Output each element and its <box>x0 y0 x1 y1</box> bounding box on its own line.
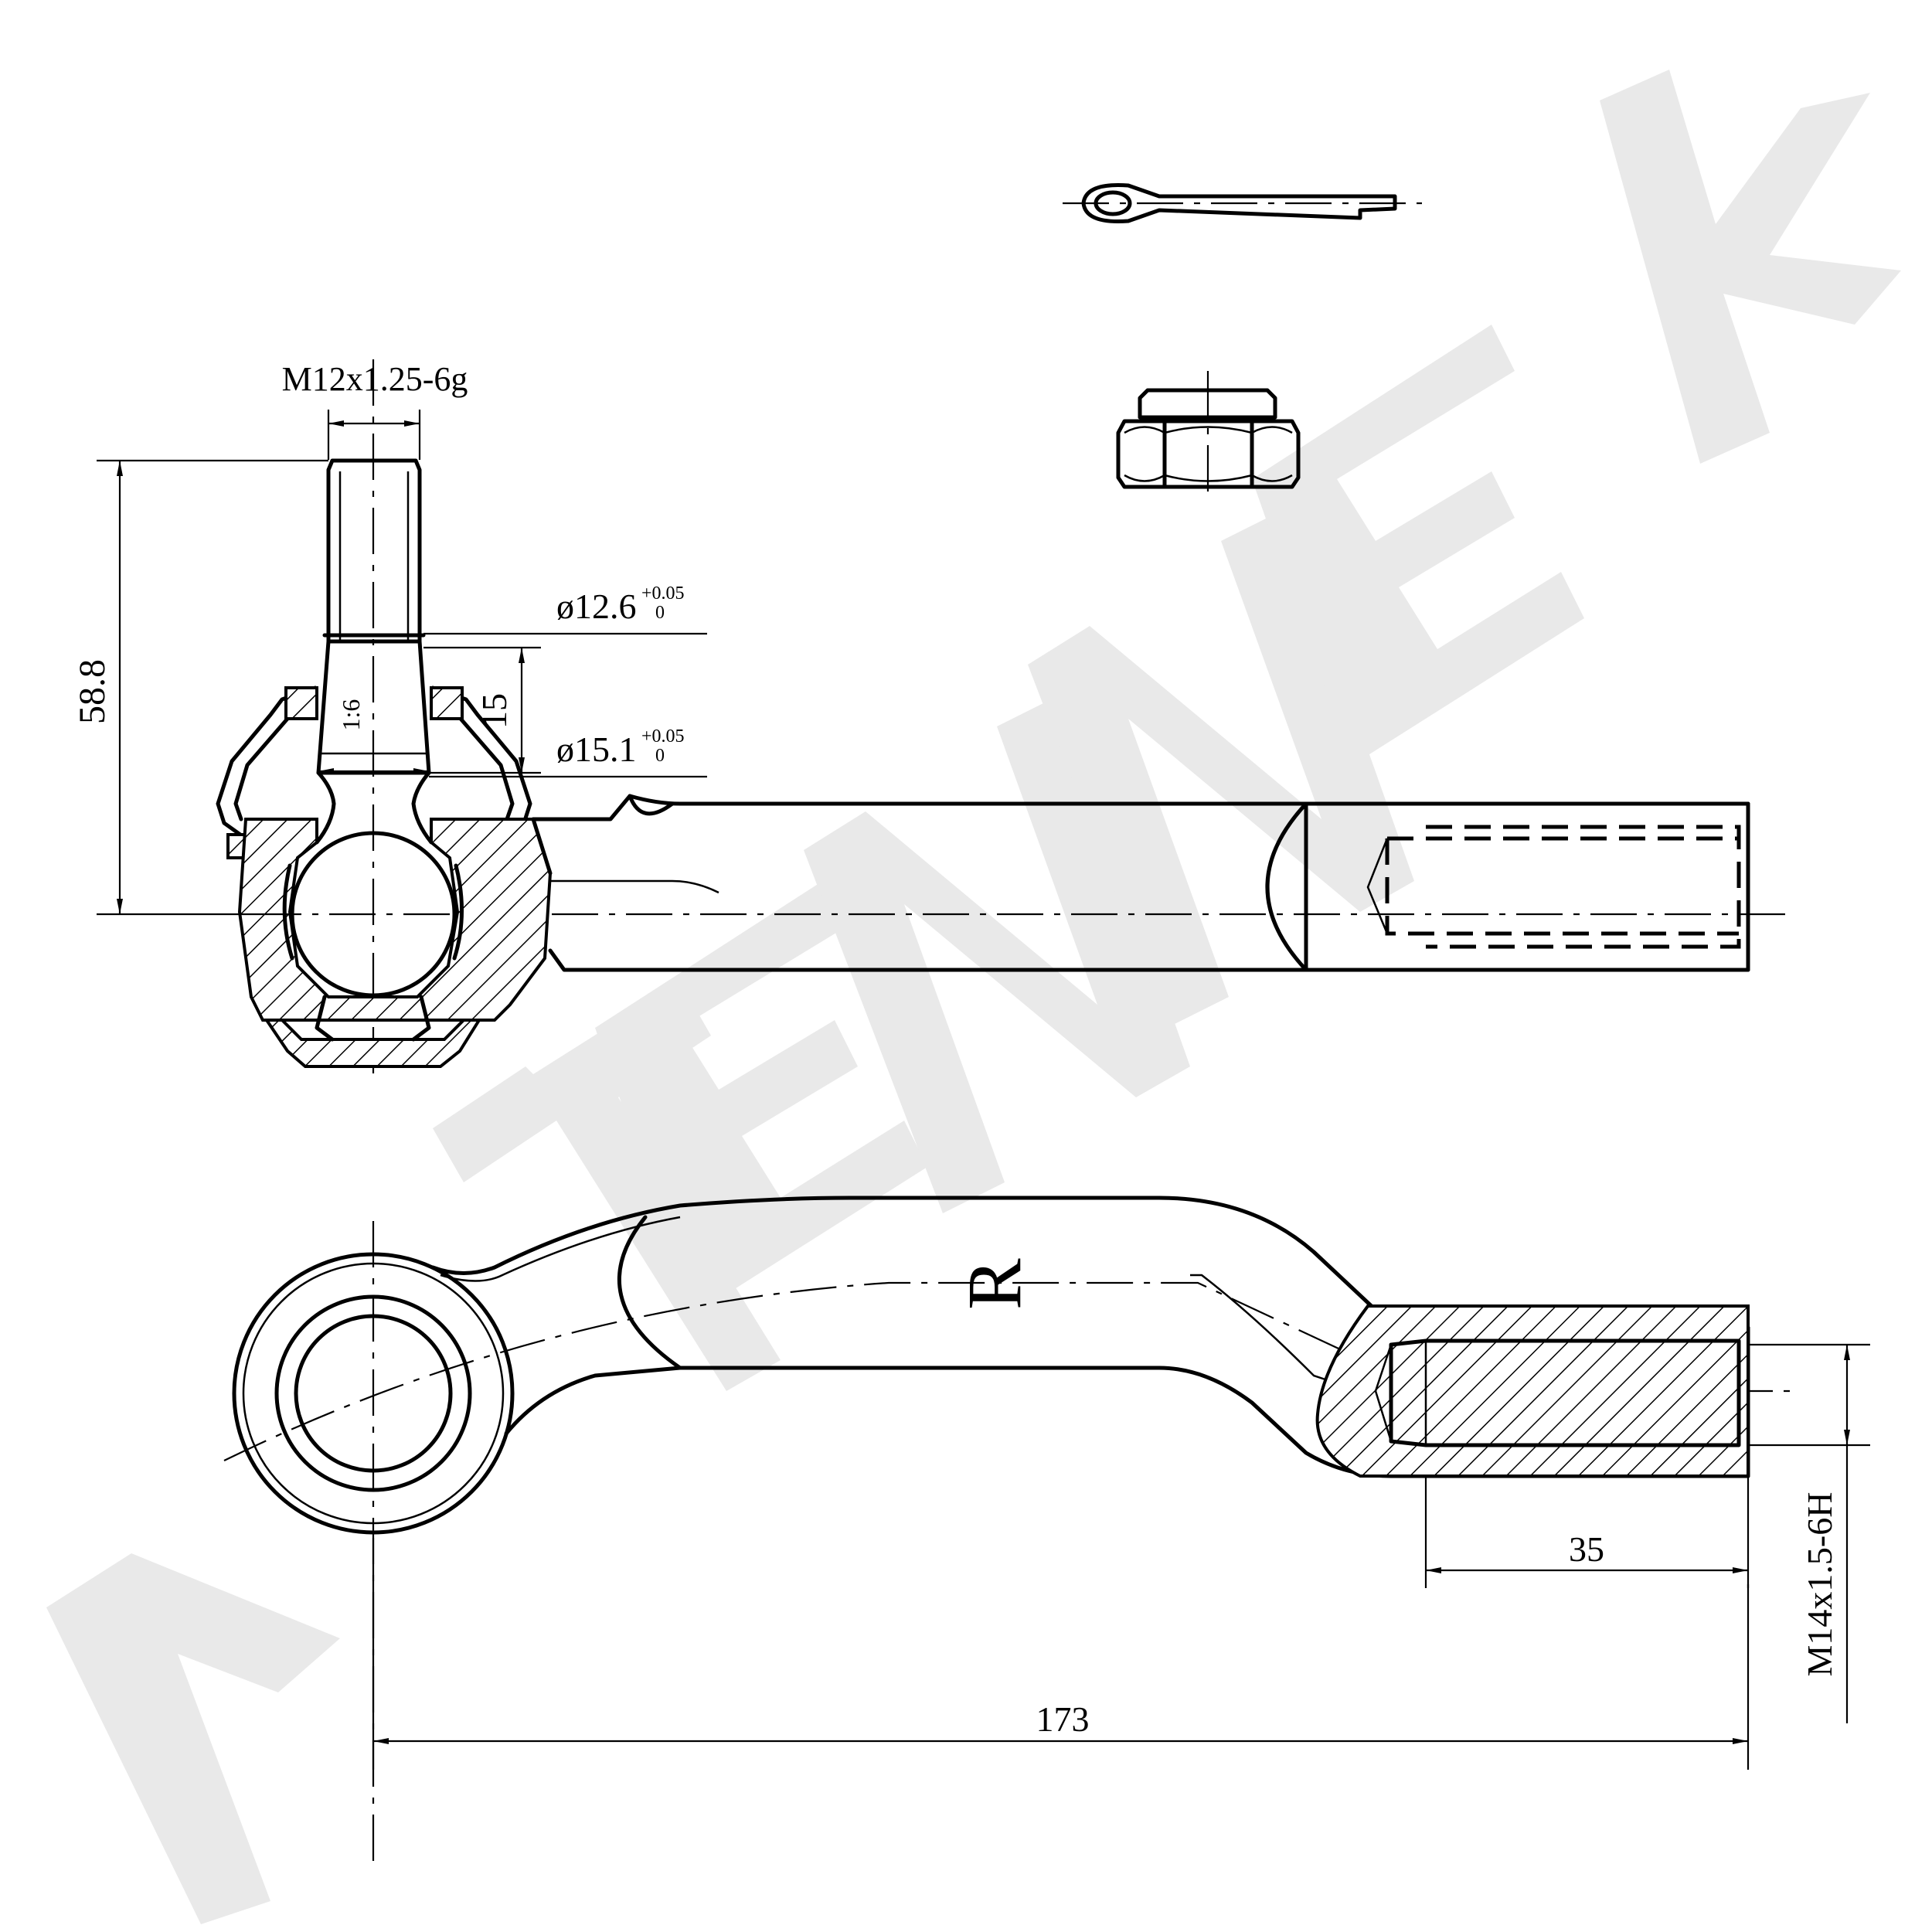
ball-seat <box>282 863 464 961</box>
housing-section <box>237 818 553 1022</box>
arm-transition-arc <box>617 1215 682 1370</box>
watermark-letter-e2 <box>1252 325 1584 765</box>
watermark-letter-k <box>1600 70 1901 464</box>
label-dia-large-lower: 0 <box>655 746 665 766</box>
arm-bend-line <box>1190 1274 1361 1393</box>
shaft-neck-top <box>531 817 553 876</box>
curved-centerline <box>223 1281 1430 1461</box>
cotter-pin-eye <box>1094 190 1132 216</box>
eye-outer-circle <box>232 1252 515 1535</box>
bore-drill-tip <box>1374 1344 1393 1442</box>
watermark <box>46 70 1901 1924</box>
arm-lower-edge <box>504 1366 1750 1478</box>
nut-hex-body <box>1116 419 1301 489</box>
watermark-letter-e1 <box>595 873 927 1314</box>
label-height: 58.8 <box>72 659 113 724</box>
cotter-pin-outline <box>1081 182 1397 224</box>
threaded-section <box>1315 1304 1750 1478</box>
label-total-length: 173 <box>1036 1699 1090 1739</box>
bearing-insert <box>315 995 431 1042</box>
shaft-transition <box>628 794 675 816</box>
dimensions: M12x1.25-6g 58.8 ø12.6 +0.05 0 15 ø15.1 … <box>72 360 1870 1770</box>
label-dia-large-upper: +0.05 <box>641 726 685 747</box>
label-inner-thread: M14x1.5-6H <box>1800 1492 1839 1677</box>
label-taper-length: 15 <box>474 693 514 729</box>
boot-ring-right <box>430 686 464 720</box>
stud-neck <box>315 770 434 845</box>
arm-upper-edge <box>430 1196 1750 1330</box>
eye-outer-inner-circle <box>242 1262 505 1525</box>
boot-ring-left <box>284 686 318 720</box>
shaft-inner-curve <box>672 879 719 894</box>
bottom-cap <box>264 1019 482 1068</box>
tie-rod-end-top-view: R <box>223 1196 1793 1862</box>
hidden-thread-root <box>1426 825 1741 949</box>
hidden-drill-tip <box>1366 838 1389 934</box>
cotter-pin <box>1063 182 1422 224</box>
nut-chamfer-top <box>1124 426 1293 434</box>
nut-chamfer-bottom <box>1124 474 1293 482</box>
watermark-chevron <box>46 1553 340 1924</box>
castle-nut <box>1116 371 1301 502</box>
label-dia-small: ø12.6 <box>556 587 637 626</box>
side-marking: R <box>951 1258 1037 1310</box>
nut-crown <box>1138 388 1277 420</box>
hidden-thread-outer <box>1385 836 1739 936</box>
label-dia-small-upper: +0.05 <box>641 583 685 604</box>
label-dia-small-lower: 0 <box>655 603 665 623</box>
eye-bore-inner <box>294 1314 453 1473</box>
shaft-end-arc <box>1265 801 1308 972</box>
tie-rod-end-side-view <box>216 359 1793 1078</box>
label-stud-thread: M12x1.25-6g <box>282 360 468 398</box>
label-taper-ratio: 1:6 <box>337 699 365 731</box>
eye-bore-outer <box>274 1294 472 1492</box>
label-thread-depth: 35 <box>1569 1529 1604 1569</box>
label-dia-large: ø15.1 <box>556 730 637 769</box>
